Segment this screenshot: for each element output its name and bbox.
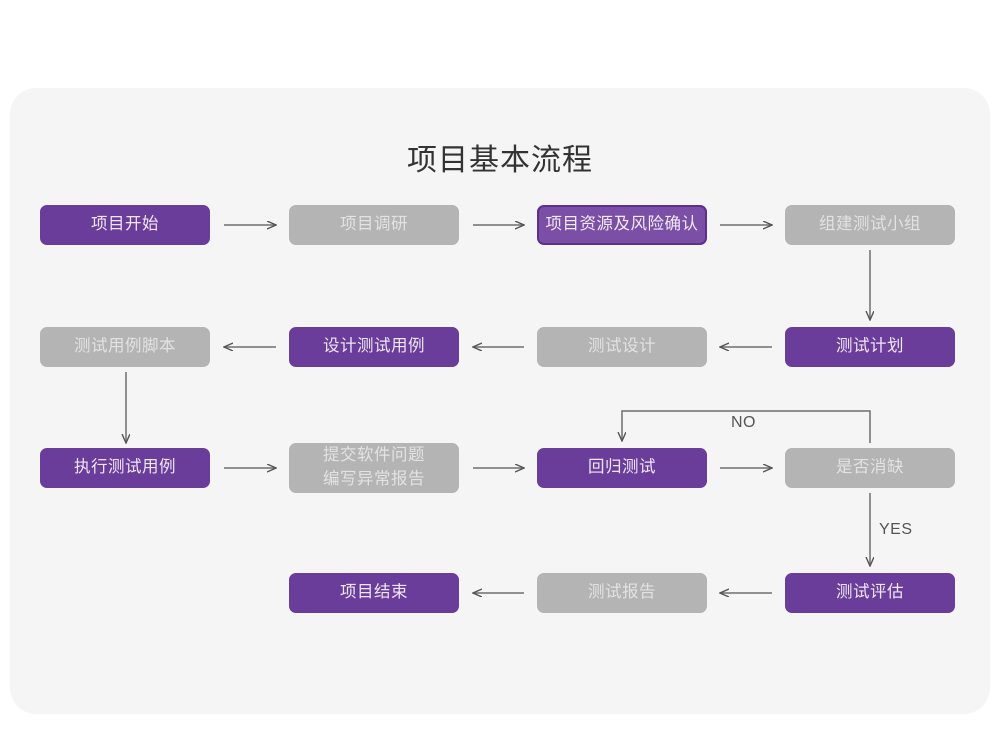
node-execute-test-case[interactable]: 执行测试用例 [40,448,210,488]
node-defect-cleared[interactable]: 是否消缺 [785,448,955,488]
node-test-evaluation[interactable]: 测试评估 [785,573,955,613]
node-test-report[interactable]: 测试报告 [537,573,707,613]
edge-label-no: NO [731,414,756,431]
node-test-plan[interactable]: 测试计划 [785,327,955,367]
edge-label-yes: YES [879,521,913,538]
node-resource-risk-confirm[interactable]: 项目资源及风险确认 [537,205,707,245]
node-test-case-script[interactable]: 测试用例脚本 [40,327,210,367]
edge-n12-n11-no [622,410,871,443]
node-design-test-case[interactable]: 设计测试用例 [289,327,459,367]
node-project-end[interactable]: 项目结束 [289,573,459,613]
node-project-start[interactable]: 项目开始 [40,205,210,245]
node-regression-test[interactable]: 回归测试 [537,448,707,488]
node-submit-issue-report[interactable]: 提交软件问题 编写异常报告 [289,443,459,493]
node-test-design[interactable]: 测试设计 [537,327,707,367]
node-form-test-team[interactable]: 组建测试小组 [785,205,955,245]
node-project-research[interactable]: 项目调研 [289,205,459,245]
page-title: 项目基本流程 [407,144,593,177]
